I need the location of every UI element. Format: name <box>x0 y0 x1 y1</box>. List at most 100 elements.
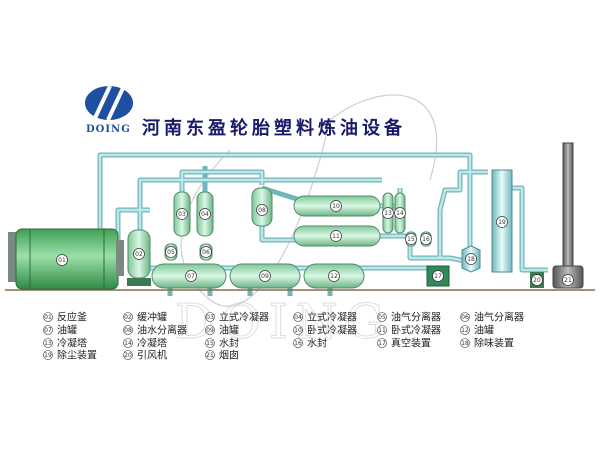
legend-marker <box>460 312 470 322</box>
legend-marker <box>205 338 215 348</box>
legend-label: 立式冷凝器 <box>307 311 357 324</box>
legend-label: 卧式冷凝器 <box>391 324 441 337</box>
legend-number: 09 <box>206 327 214 334</box>
legend-label: 冷凝塔 <box>137 337 167 350</box>
legend-number: 13 <box>44 340 52 347</box>
legend-marker <box>460 325 470 335</box>
legend-marker <box>377 338 387 348</box>
legend-number: 16 <box>294 340 302 347</box>
legend-marker <box>293 312 303 322</box>
legend-marker <box>377 325 387 335</box>
equipment-number-09: 09 <box>261 273 269 280</box>
equipment-marker-06 <box>200 246 212 258</box>
equipment-marker-08 <box>256 204 268 216</box>
legend-marker <box>43 350 53 360</box>
legend-marker <box>123 350 133 360</box>
legend-number: 11 <box>378 327 386 334</box>
equipment-marker-16 <box>420 233 432 245</box>
equipment-number-12: 12 <box>330 273 338 280</box>
legend-label: 立式冷凝器 <box>219 311 269 324</box>
equipment-marker-04 <box>199 208 211 220</box>
legend-label: 引风机 <box>137 349 167 362</box>
legend-marker <box>205 325 215 335</box>
equipment-marker-21 <box>562 274 574 286</box>
logo: DOING <box>85 85 133 135</box>
equipment-number-07: 07 <box>187 273 195 280</box>
equipment-number-21: 21 <box>564 277 572 284</box>
equipment-marker-11 <box>330 230 342 242</box>
legend-label: 水封 <box>307 337 327 350</box>
legend-number: 21 <box>206 352 214 359</box>
legend-label: 油气分离器 <box>391 311 441 324</box>
legend-label: 卧式冷凝器 <box>307 324 357 337</box>
legend-number: 18 <box>461 340 469 347</box>
legend-marker <box>205 350 215 360</box>
legend-label: 真空装置 <box>391 337 431 350</box>
legend-marker <box>43 338 53 348</box>
legend-label: 缓冲罐 <box>137 311 167 324</box>
legend-marker <box>293 325 303 335</box>
equipment-marker-09 <box>259 270 271 282</box>
logo-text: DOING <box>86 124 131 135</box>
equipment-number-05: 05 <box>167 249 175 256</box>
equipment-marker-10 <box>330 200 342 212</box>
legend-number: 07 <box>44 327 52 334</box>
page-title: 河南东盈轮胎塑料炼油设备 <box>142 117 406 139</box>
legend-number: 17 <box>378 340 386 347</box>
equipment-marker-15 <box>405 233 417 245</box>
legend-label: 油罐 <box>57 324 77 337</box>
equipment-marker-05 <box>165 246 177 258</box>
legend-number: 10 <box>294 327 302 334</box>
equipment-number-10: 10 <box>332 203 340 210</box>
equipment-number-11: 11 <box>332 233 340 240</box>
equipment-number-17: 17 <box>434 273 442 280</box>
legend-label: 水封 <box>219 337 239 350</box>
equipment-number-03: 03 <box>178 211 186 218</box>
chimney <box>552 142 584 289</box>
legend-number: 12 <box>461 327 469 334</box>
legend-number: 01 <box>44 314 52 321</box>
legend-number: 14 <box>124 340 132 347</box>
legend-label: 烟囱 <box>219 349 239 362</box>
watermark-swoosh <box>180 119 331 307</box>
equipment-marker-01 <box>56 254 68 266</box>
legend-number: 03 <box>206 314 214 321</box>
legend-label: 油罐 <box>219 324 239 337</box>
equipment-marker-03 <box>176 208 188 220</box>
equipment-number-08: 08 <box>258 207 266 214</box>
legend-label: 除味装置 <box>474 337 514 350</box>
legend-label: 油罐 <box>474 324 494 337</box>
equipment-marker-12 <box>328 270 340 282</box>
equipment-marker-17 <box>432 270 444 282</box>
legend-marker <box>205 312 215 322</box>
equipment-number-14: 14 <box>396 210 404 217</box>
equipment-number-19: 19 <box>498 219 506 226</box>
equipment-number-20: 20 <box>533 277 541 284</box>
legend-marker <box>123 312 133 322</box>
legend-marker <box>43 325 53 335</box>
legend-label: 冷凝塔 <box>57 337 87 350</box>
legend-number: 08 <box>124 327 132 334</box>
equipment-number-06: 06 <box>202 249 210 256</box>
legend-label: 除尘装置 <box>57 349 97 362</box>
watermark-swoosh-2 <box>329 94 437 181</box>
legend-number: 04 <box>294 314 302 321</box>
legend-label: 反应釜 <box>57 311 87 324</box>
equipment-number-15: 15 <box>407 236 415 243</box>
legend-marker <box>123 325 133 335</box>
equipment-marker-07 <box>185 270 197 282</box>
legend-number: 20 <box>124 352 132 359</box>
legend-label: 油气分离器 <box>474 311 524 324</box>
legend-marker <box>123 338 133 348</box>
legend-marker <box>293 338 303 348</box>
legend-label: 油水分离器 <box>137 324 187 337</box>
equipment-marker-18 <box>465 253 477 265</box>
equipment-marker-13 <box>382 207 394 219</box>
equipment-number-02: 02 <box>135 251 143 258</box>
equipment-marker-19 <box>496 216 508 228</box>
legend-number: 02 <box>124 314 132 321</box>
equipment-marker-14 <box>394 207 406 219</box>
